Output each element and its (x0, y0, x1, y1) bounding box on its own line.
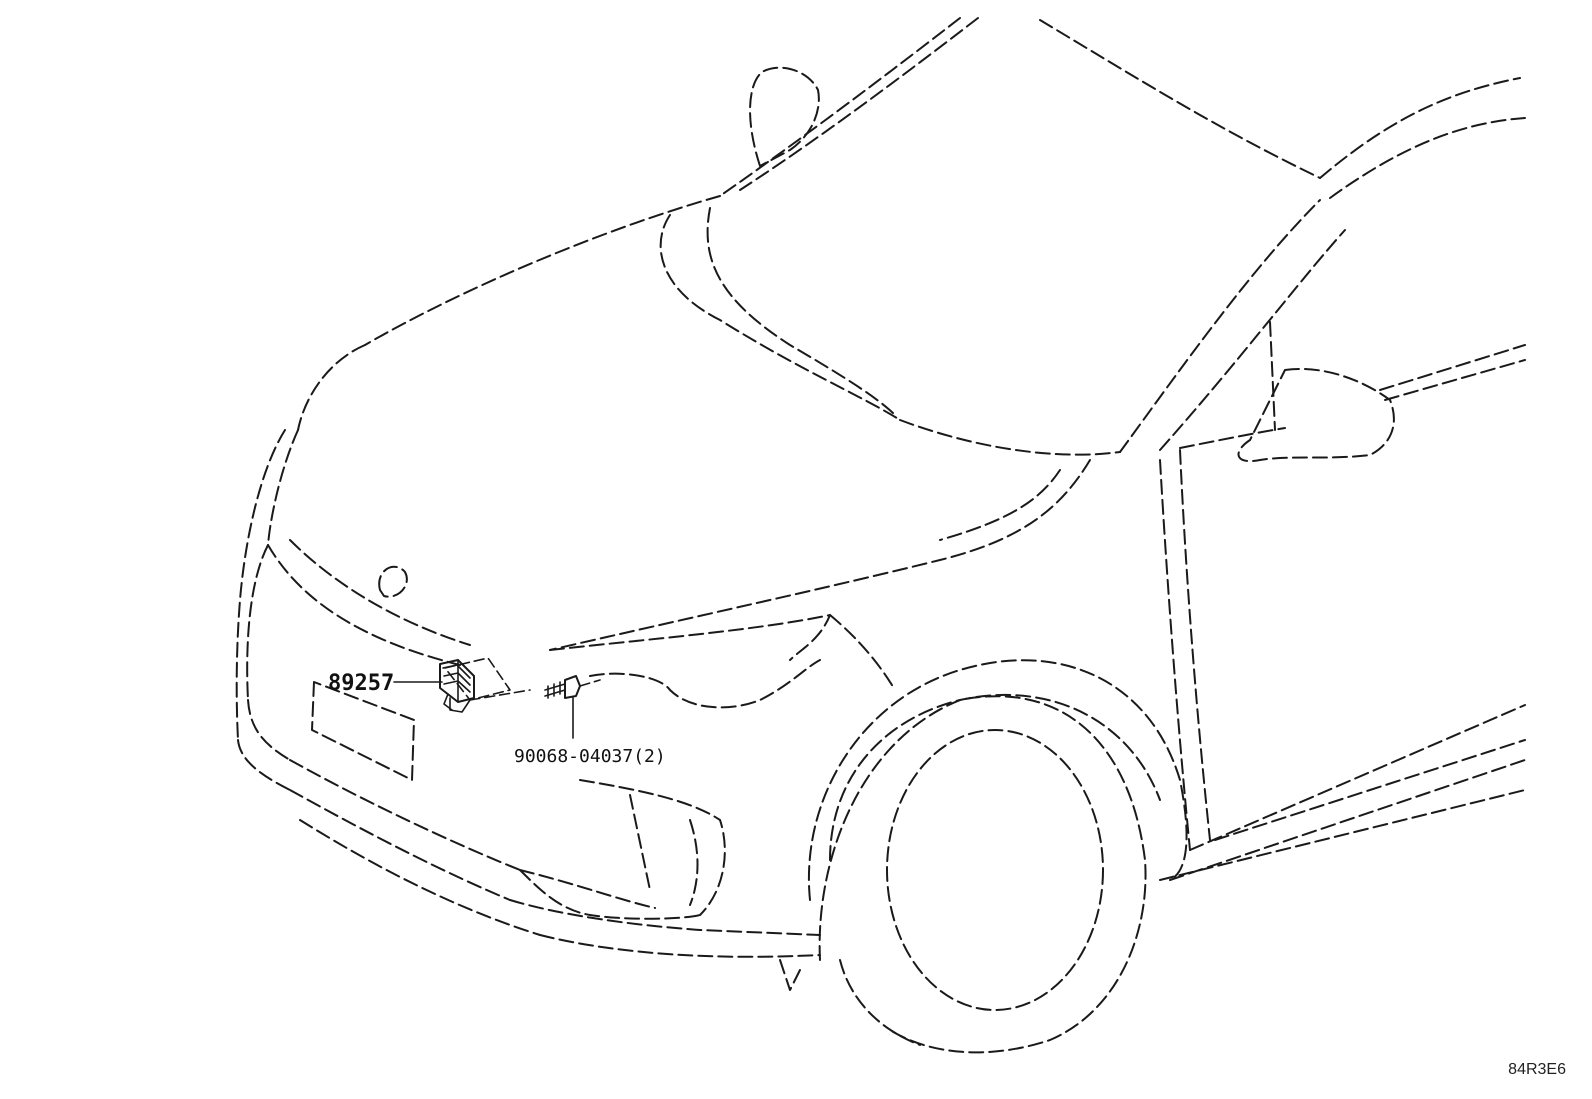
sensor-part-label[interactable]: 89257 (328, 671, 394, 696)
illustration-code: 84R3E6 (1508, 1061, 1566, 1078)
leader-lines (393, 681, 574, 739)
bolt-component (544, 675, 601, 699)
sensor-component (439, 657, 531, 713)
bolt-part-label[interactable]: 90068-04037(2) (514, 746, 666, 767)
vehicle-outline (235, 17, 1526, 1054)
